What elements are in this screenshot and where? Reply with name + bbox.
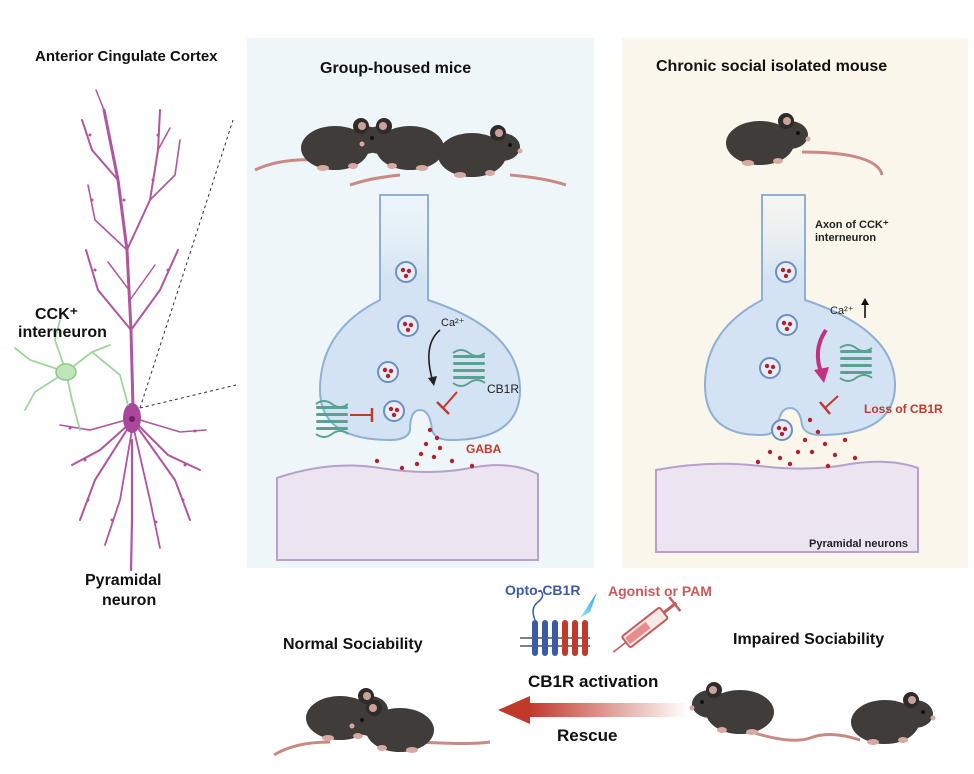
- syringe-icon: [612, 596, 682, 653]
- pyramidal-label-line1: Pyramidal: [85, 572, 162, 589]
- cck-interneuron-illustration: [14, 319, 129, 431]
- pyramidal-neuron-illustration: [59, 89, 207, 572]
- isolated-pyramidal-label: Pyramidal neurons: [809, 538, 909, 550]
- group-gaba-release: [374, 427, 475, 471]
- normal-sociability-label: Normal Sociability: [283, 636, 423, 653]
- isolated-axon-terminal: [703, 194, 897, 437]
- interneuron-label-line1: CCK⁺: [35, 306, 79, 323]
- isolated-gaba-release: [755, 417, 858, 469]
- isolated-postsynaptic-neuron: [655, 460, 919, 553]
- opto-cb1r-label: Opto-CB1R: [505, 582, 581, 598]
- rescue-label: Rescue: [557, 726, 618, 745]
- cb1r-activation-label: CB1R activation: [528, 672, 659, 691]
- opto-cb1r-receptor-graphic: [520, 589, 590, 656]
- isolated-axon-label-line1: Axon of CCK⁺: [815, 219, 889, 231]
- group-cb1r-label: CB1R: [487, 382, 520, 396]
- interneuron-label-line2: interneuron: [18, 324, 107, 341]
- interneuron-soma: [55, 363, 77, 381]
- rescue-arrow-head: [498, 696, 530, 724]
- isolated-panel-title: Chronic social isolated mouse: [656, 58, 888, 75]
- region-title: Anterior Cingulate Cortex: [35, 48, 218, 65]
- impaired-sociability-label: Impaired Sociability: [733, 631, 885, 648]
- group-ca-label: Ca²⁺: [441, 317, 465, 329]
- agonist-label: Agonist or PAM: [608, 583, 712, 599]
- rescue-arrow-shaft: [528, 703, 688, 717]
- zoom-line-bottom: [139, 384, 237, 409]
- zoom-line-top: [139, 119, 234, 409]
- group-gaba-label: GABA: [466, 442, 502, 456]
- isolated-ca-label: Ca²⁺: [830, 305, 854, 317]
- isolated-axon-label-line2: interneuron: [815, 232, 877, 244]
- group-postsynaptic-neuron: [276, 464, 539, 561]
- light-beam-icon: [580, 592, 597, 618]
- dendritic-spines: [68, 118, 197, 524]
- group-panel-title: Group-housed mice: [320, 60, 472, 77]
- loss-of-cb1r-label: Loss of CB1R: [864, 402, 943, 416]
- pyramidal-label-line2: neuron: [102, 592, 157, 609]
